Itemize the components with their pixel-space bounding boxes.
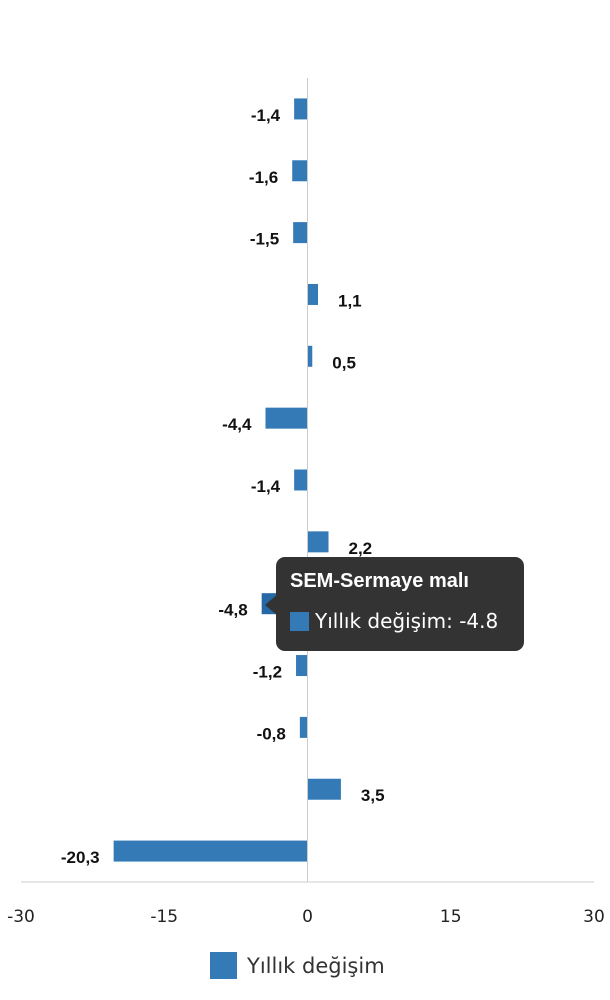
data-label: -4,4 xyxy=(222,415,252,434)
data-label: -4,8 xyxy=(218,601,247,620)
bar[interactable] xyxy=(307,345,313,367)
data-label: -1,5 xyxy=(250,230,279,249)
bar[interactable] xyxy=(307,778,341,800)
legend-label[interactable]: Yıllık değişim xyxy=(247,953,385,978)
data-label: 1,1 xyxy=(338,291,362,310)
data-label: -1,4 xyxy=(251,477,281,496)
bar[interactable] xyxy=(294,98,308,120)
tooltip: SEM-Sermaye malı Yıllık değişim: -4.8 xyxy=(276,557,524,651)
bar[interactable] xyxy=(292,160,308,182)
data-label: 2,2 xyxy=(349,539,373,558)
bars-group xyxy=(113,98,341,862)
legend-swatch[interactable] xyxy=(210,952,237,979)
tooltip-title: SEM-Sermaye malı xyxy=(290,570,469,592)
bar[interactable] xyxy=(307,283,319,305)
tooltip-row: Yıllık değişim: -4.8 xyxy=(290,609,510,633)
tooltip-arrow xyxy=(265,594,278,616)
bar[interactable] xyxy=(294,469,308,491)
data-label: -0,8 xyxy=(257,724,286,743)
tooltip-series-swatch xyxy=(290,611,309,631)
x-tick-label: 30 xyxy=(583,907,605,927)
data-label: -1,4 xyxy=(251,106,281,125)
data-label: 3,5 xyxy=(361,786,385,805)
legend[interactable]: Yıllık değişim xyxy=(210,952,385,979)
bar[interactable] xyxy=(265,407,308,429)
x-tick-label: -15 xyxy=(150,907,178,927)
bar[interactable] xyxy=(299,716,308,738)
bar[interactable] xyxy=(113,840,308,862)
tooltip-series-value: Yıllık değişim: -4.8 xyxy=(315,609,499,633)
data-label: -1,6 xyxy=(249,168,278,187)
data-label: -1,2 xyxy=(253,663,282,682)
x-axis-ticks: -30 -15 0 15 30 xyxy=(7,907,605,927)
bar[interactable] xyxy=(293,222,308,244)
data-label: -20,3 xyxy=(61,848,100,867)
data-labels-group: -1,4 -1,6 -1,5 1,1 0,5 -4,4 -1,4 2,2 -4,8 -1,2 -0,… xyxy=(61,106,385,867)
x-tick-label: 15 xyxy=(440,907,462,927)
bar[interactable] xyxy=(307,531,329,553)
x-tick-label: 0 xyxy=(302,907,313,927)
bar[interactable] xyxy=(296,655,308,677)
x-tick-label: -30 xyxy=(7,907,35,927)
data-label: 0,5 xyxy=(332,353,356,372)
